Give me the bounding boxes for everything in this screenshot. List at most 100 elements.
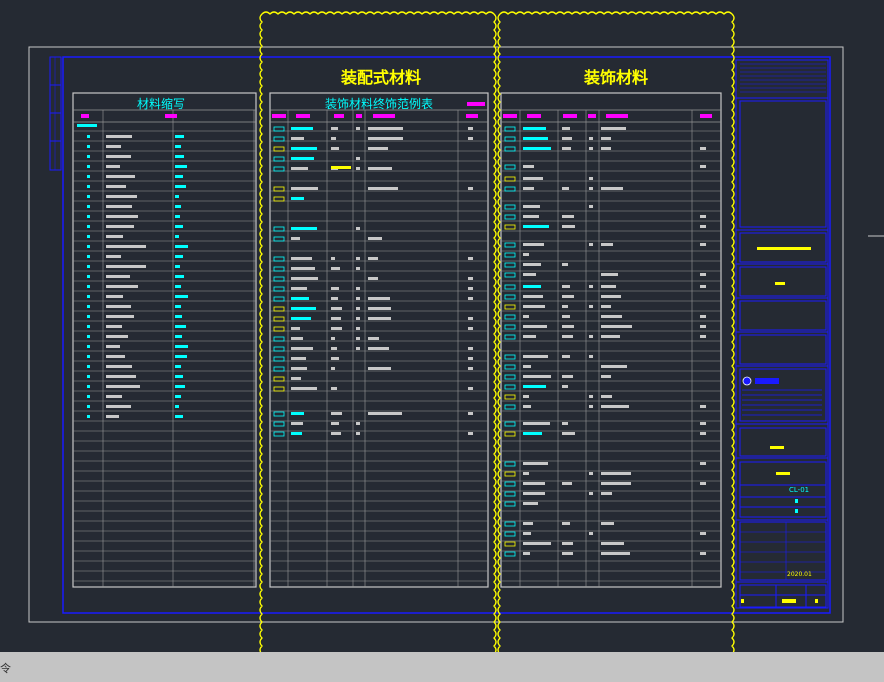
cell-text [523,365,531,368]
cell-text [700,462,706,465]
cell-text [562,542,573,545]
cell-text [291,267,315,270]
command-line-bar[interactable]: 令 [0,652,884,682]
title-block[interactable] [735,59,829,609]
cell-text [523,253,529,256]
cell-text [601,472,631,475]
cell-icon [504,404,516,410]
cell-icon [504,364,516,370]
cell-text [700,243,706,246]
cell-text [700,422,706,425]
stamp-box [739,100,827,228]
cell-text [589,405,593,408]
cell-text [291,127,313,130]
cell-text [700,405,706,408]
cell-text [562,225,575,228]
cell-icon [273,266,285,272]
cell-abbrev [175,225,183,228]
cell-text [291,187,318,190]
cell-code [87,245,90,248]
cell-text [356,267,360,270]
cell-icon [504,204,516,210]
cell-text [356,297,360,300]
cell-icon [504,501,516,507]
cell-text [589,355,593,358]
cell-text [523,375,551,378]
cell-text [523,482,545,485]
header-label [700,114,712,118]
cell-text [523,127,546,130]
cell-text [562,295,574,298]
cell-abbrev [175,245,188,248]
table2-heading: 装饰材料终饰范例表 [325,97,434,111]
cell-highlight [331,166,351,169]
cell-text [700,285,706,288]
cell-text [106,285,138,288]
cell-icon [504,431,516,437]
cell-text [523,315,529,318]
cell-abbrev [175,165,187,168]
cell-text [291,377,301,380]
cell-code [87,285,90,288]
cell-text [106,315,134,318]
cell-text [356,257,360,260]
cell-text [468,367,473,370]
cell-code [87,375,90,378]
cell-abbrev [175,275,184,278]
title-decor-materials: 装饰材料 [584,68,649,87]
cell-text [523,492,545,495]
cell-icon [273,196,285,202]
cell-icon [504,262,516,268]
cell-text [523,325,547,328]
cell-text [523,385,546,388]
revision-cloud-right[interactable] [497,11,735,673]
cell-text [291,197,304,200]
cell-icon [273,306,285,312]
cell-text [291,337,303,340]
cell-text [291,227,317,230]
table-material-abbrev[interactable] [72,92,257,588]
cell-icon [504,186,516,192]
cell-icon [504,224,516,230]
sheet-date: 2020.01 [787,571,812,578]
binding-strip [49,56,62,171]
table-decor-materials[interactable] [500,92,722,588]
cell-text [523,532,531,535]
cell-code [87,155,90,158]
cell-text [291,257,312,260]
table-finish-examples[interactable] [269,92,489,588]
cell-text [331,267,340,270]
cell-abbrev [175,295,188,298]
cell-code [87,365,90,368]
cell-code [87,265,90,268]
cell-text [291,297,309,300]
cell-text [331,297,338,300]
client-box [739,266,827,297]
cell-text [700,165,706,168]
cell-text [589,137,593,140]
cell-text [523,355,548,358]
cell-icon [504,146,516,152]
header-label [334,114,344,118]
cell-icon [504,461,516,467]
cell-text [356,167,360,170]
cell-text [523,335,536,338]
cell-text [368,277,378,280]
cell-text [331,127,338,130]
cell-text [356,287,360,290]
cell-code [87,275,90,278]
revision-mark [815,599,818,603]
cell-text [106,375,136,378]
cell-text [562,215,574,218]
cell-text [368,187,398,190]
cell-text [562,263,568,266]
cell-text [523,405,531,408]
sheet-number: CL-01 [789,486,810,494]
cell-abbrev [175,365,181,368]
cell-icon [273,256,285,262]
cell-text [106,205,132,208]
cell-text [291,147,317,150]
cell-text [356,317,360,320]
cell-text [106,335,128,338]
